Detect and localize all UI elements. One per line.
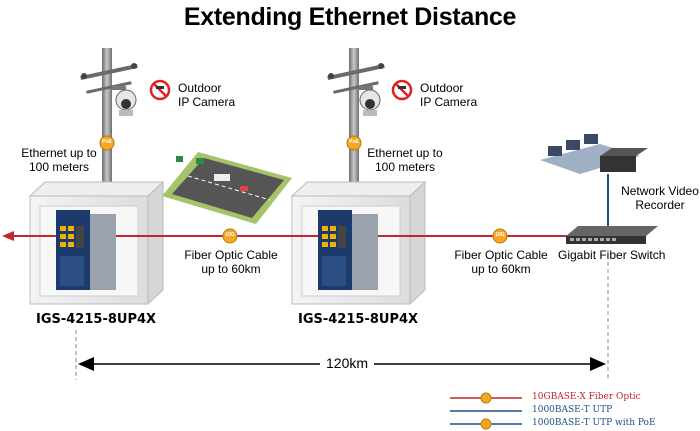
industrial-switch-1: [56, 210, 116, 290]
ethernet-label-2: Ethernet up to 100 meters: [360, 146, 450, 174]
camera-label-line2: IP Camera: [420, 95, 478, 109]
poe-badge-1: [99, 135, 115, 151]
fiber-label-line1: Fiber Optic Cable: [184, 248, 278, 262]
fiber-badge-text-2: 10G: [495, 232, 505, 238]
fiber-label-line1: Fiber Optic Cable: [454, 248, 548, 262]
ethernet-label-line1: Ethernet up to: [367, 146, 443, 160]
fiber-label-1: Fiber Optic Cable up to 60km: [176, 248, 286, 276]
switch-model-label-2: IGS-4215-8UP4X: [298, 312, 419, 327]
dome-camera-icon: [112, 86, 137, 116]
gigabit-fiber-switch-image: [566, 226, 658, 244]
camera-label-line1: Outdoor: [420, 81, 464, 95]
ethernet-label-line2: 100 meters: [28, 160, 90, 174]
switch-model-label-1: IGS-4215-8UP4X: [36, 312, 157, 327]
utility-pole-2: [327, 48, 385, 188]
fiber-label-2: Fiber Optic Cable up to 60km: [446, 248, 556, 276]
nvr-label: Network Video Recorder: [620, 184, 700, 212]
utility-pole-1: [80, 48, 138, 188]
nvr-workstation-image: [540, 134, 648, 174]
camera-label-2: Outdoor IP Camera: [420, 81, 477, 109]
nvr-label-line2: Recorder: [635, 198, 685, 212]
ethernet-label-1: Ethernet up to 100 meters: [14, 146, 104, 174]
legend-poe-badge: [480, 418, 492, 430]
legend-poe-label: 1000BASE-T UTP with PoE: [532, 418, 656, 428]
industrial-switch-2: [318, 210, 378, 290]
ethernet-label-line2: 100 meters: [374, 160, 436, 174]
ethernet-label-line1: Ethernet up to: [21, 146, 97, 160]
poe-badge-text-1: PoE: [102, 139, 112, 145]
poe-badge-2: [346, 135, 362, 151]
poe-badge-text-2: PoE: [349, 139, 359, 145]
no-vandal-icon: [391, 79, 413, 101]
highway-image: [162, 152, 292, 224]
dome-camera-icon: [359, 86, 381, 116]
fiber-badge-1: [222, 228, 238, 244]
fiber-optic-line: [2, 231, 570, 241]
legend-utp-label: 1000BASE-T UTP: [532, 405, 613, 415]
camera-label-line2: IP Camera: [178, 95, 236, 109]
fiber-label-line2: up to 60km: [471, 262, 531, 276]
page-title: Extending Ethernet Distance: [183, 3, 517, 31]
camera-label-1: Outdoor IP Camera: [178, 81, 235, 109]
gigabit-switch-label: Gigabit Fiber Switch: [558, 248, 666, 262]
nvr-label-line1: Network Video: [621, 184, 699, 198]
camera-label-line1: Outdoor: [178, 81, 222, 95]
fiber-badge-2: [492, 228, 508, 244]
no-vandal-icon: [149, 79, 171, 101]
legend-fiber-label: 10GBASE-X Fiber Optic: [532, 392, 641, 402]
distance-label: 120km: [320, 355, 375, 371]
fiber-badge-text-1: 10G: [225, 232, 235, 238]
fiber-label-line2: up to 60km: [201, 262, 261, 276]
legend: [450, 392, 522, 430]
legend-fiber-badge: [480, 392, 492, 404]
